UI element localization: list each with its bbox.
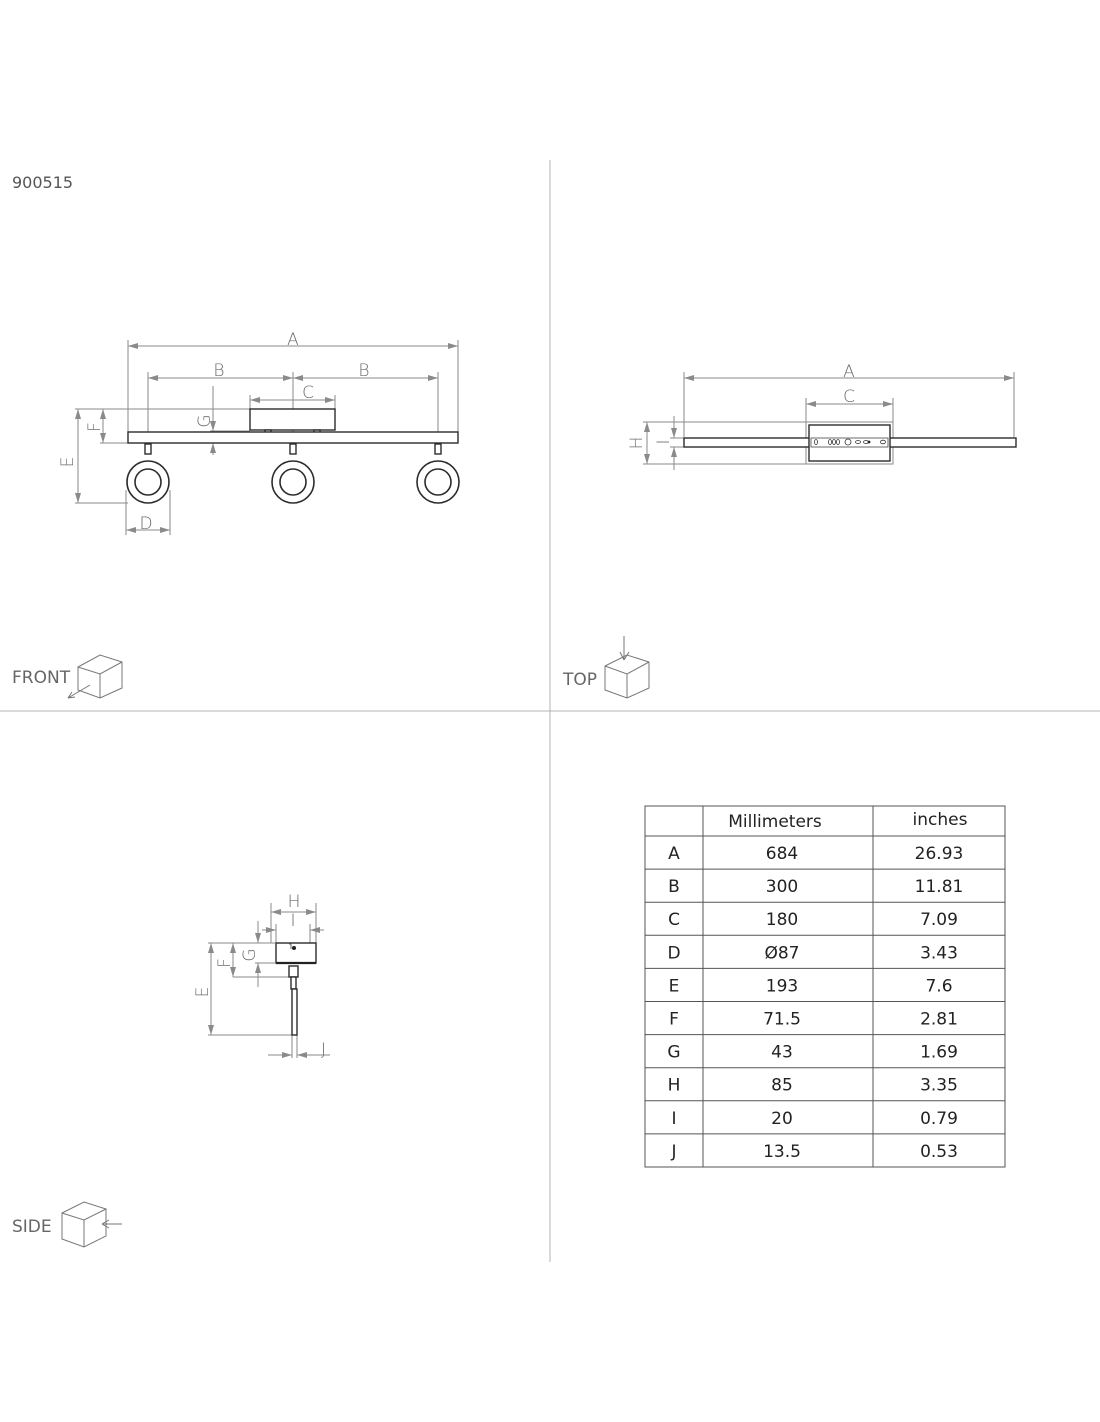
dim-label-c: C (843, 387, 855, 407)
table-cell-millimeters: 43 (771, 1043, 793, 1063)
table-cell-millimeters: 193 (766, 976, 798, 996)
view-label-side: SIDE (12, 1217, 52, 1237)
side-view: H I G F E J (193, 892, 330, 1060)
table-cell-millimeters: 13.5 (763, 1142, 801, 1162)
side-cube-icon (61, 1201, 122, 1248)
table-cell-dimension: D (667, 943, 680, 963)
spotlights (126, 443, 460, 504)
dim-label-a: A (843, 362, 855, 382)
table-cell-inches: 3.43 (920, 943, 958, 963)
view-label-front: FRONT (12, 668, 71, 688)
table-cell-inches: 3.35 (920, 1076, 958, 1096)
table-cell-inches: 26.93 (915, 844, 964, 864)
table-cell-millimeters: 180 (766, 910, 798, 930)
dim-label-e: E (58, 457, 78, 468)
canopy (249, 408, 336, 431)
dim-label-f: F (85, 422, 105, 432)
table-row: B 300 11.81 (668, 877, 963, 897)
view-label-top: TOP (562, 670, 597, 690)
table-cell-dimension: E (669, 976, 680, 996)
dim-label-e: E (193, 987, 213, 998)
dim-label-g: G (240, 948, 260, 961)
table-row: I 20 0.79 (671, 1109, 957, 1129)
dim-label-g: G (195, 414, 215, 427)
dim-label-c: C (302, 383, 314, 403)
table-header-millimeters: Millimeters (728, 812, 822, 832)
table-cell-inches: 1.69 (920, 1043, 958, 1063)
table-row: D Ø87 3.43 (667, 943, 957, 963)
table-cell-millimeters: 85 (771, 1076, 793, 1096)
dim-label-f: F (215, 958, 235, 968)
table-cell-dimension: H (668, 1076, 681, 1096)
table-cell-dimension: J (670, 1142, 676, 1162)
front-view: A B B C D E F G (58, 330, 460, 535)
canopy (275, 942, 317, 964)
dim-label-b: B (213, 361, 224, 381)
product-code: 900515 (12, 173, 73, 192)
table-cell-inches: 0.53 (920, 1142, 958, 1162)
dim-label-h: H (288, 892, 301, 912)
table-cell-inches: 2.81 (920, 1010, 958, 1030)
top-view: A C H I (627, 362, 1017, 470)
table-cell-millimeters: Ø87 (764, 943, 799, 963)
table-cell-millimeters: 684 (766, 844, 798, 864)
table-cell-millimeters: 300 (766, 877, 798, 897)
dim-label-j: J (321, 1040, 326, 1060)
dim-label-d: D (139, 514, 152, 534)
dim-label-i: I (290, 911, 295, 931)
table-cell-millimeters: 71.5 (763, 1010, 801, 1030)
front-cube-icon (67, 654, 123, 699)
dim-label-a: A (287, 330, 299, 350)
table-cell-dimension: C (668, 910, 680, 930)
table-cell-dimension: G (667, 1043, 680, 1063)
table-cell-inches: 7.09 (920, 910, 958, 930)
table-row: C 180 7.09 (668, 910, 958, 930)
table-cell-millimeters: 20 (771, 1109, 793, 1129)
table-cell-dimension: F (669, 1010, 679, 1030)
table-cell-inches: 0.79 (920, 1109, 958, 1129)
table-cell-inches: 7.6 (925, 976, 952, 996)
dim-label-h: H (627, 437, 647, 450)
table-cell-dimension: I (671, 1109, 676, 1129)
light-bar (127, 431, 459, 444)
top-cube-icon (604, 636, 650, 699)
table-row: F 71.5 2.81 (669, 1010, 958, 1030)
table-cell-dimension: B (668, 877, 680, 897)
table-row: G 43 1.69 (667, 1043, 958, 1063)
spotlight-side (291, 988, 298, 1036)
dimensions-table: Millimeters inches A 684 26.93B 300 11.81C 18… (644, 805, 1006, 1168)
table-header-inches: inches (913, 810, 968, 830)
dim-label-i: I (654, 439, 674, 444)
table-row: H 85 3.35 (668, 1076, 958, 1096)
table-cell-dimension: A (668, 844, 680, 864)
dim-label-b: B (358, 361, 369, 381)
table-cell-inches: 11.81 (915, 877, 964, 897)
table-row: A 684 26.93 (668, 844, 963, 864)
table-row: E 193 7.6 (669, 976, 953, 996)
table-row: J 13.5 0.53 (670, 1142, 957, 1162)
